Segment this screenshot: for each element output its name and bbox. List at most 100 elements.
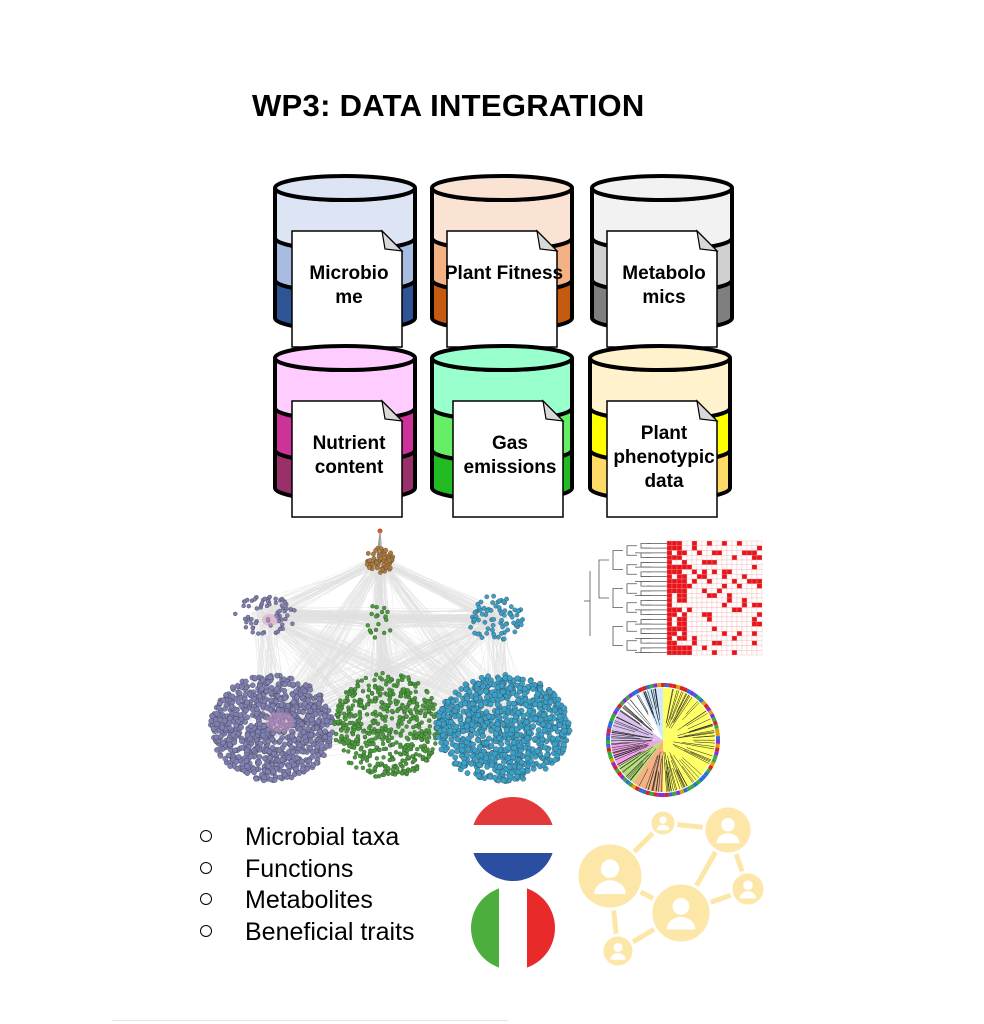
- heatmap-cell: [751, 578, 758, 584]
- network-node: [314, 744, 320, 750]
- network-node: [561, 727, 568, 734]
- network-node: [267, 755, 273, 761]
- heatmap-dendrogram: [584, 540, 763, 656]
- network-node: [379, 725, 384, 731]
- tree-branch: [611, 742, 630, 745]
- heatmap-cell: [706, 635, 713, 641]
- tree-annotation-ring: [675, 790, 681, 796]
- heatmap-cell: [676, 550, 683, 556]
- network-node: [464, 695, 470, 702]
- network-node: [386, 771, 391, 777]
- heatmap-cell: [741, 550, 748, 556]
- network-node: [367, 628, 373, 633]
- network-node: [453, 724, 460, 730]
- heatmap-cell: [666, 593, 673, 599]
- heatmap-cell: [696, 631, 703, 637]
- heatmap-cell: [701, 555, 708, 561]
- network-node: [496, 735, 503, 741]
- network-node: [253, 620, 259, 626]
- network-node: [488, 743, 495, 749]
- network-node: [468, 624, 473, 630]
- network-node: [350, 703, 356, 708]
- network-node: [323, 743, 330, 749]
- cylinder-top: [273, 344, 417, 372]
- tree-annotation-ring: [612, 709, 619, 716]
- network-node: [455, 713, 462, 719]
- heatmap-cell: [676, 602, 683, 608]
- network-node: [380, 737, 385, 742]
- dendrogram-branch: [640, 571, 651, 578]
- tree-annotation-ring: [707, 764, 714, 771]
- heatmap-cell: [731, 588, 738, 594]
- network-node: [433, 741, 438, 746]
- heatmap-cell: [686, 559, 693, 565]
- network-node: [342, 711, 347, 716]
- network-node: [210, 726, 217, 732]
- tree-branch: [682, 742, 715, 747]
- tree-annotation-ring: [627, 781, 634, 788]
- heatmap-cell: [681, 635, 688, 641]
- network-node: [341, 748, 346, 753]
- heatmap-cell: [676, 588, 683, 594]
- network-node: [365, 551, 371, 556]
- heatmap-cell: [756, 559, 763, 565]
- network-node: [255, 728, 261, 735]
- network-node: [219, 724, 225, 731]
- network-node: [527, 677, 534, 684]
- tree-annotation-ring: [668, 683, 673, 688]
- network-cluster: [364, 546, 396, 575]
- network-node: [399, 771, 405, 776]
- network-node: [372, 677, 377, 683]
- tree-branches: [611, 688, 716, 792]
- network-node: [348, 706, 354, 712]
- heatmap-cell: [676, 650, 683, 656]
- tree-annotation-ring: [624, 779, 631, 785]
- network-edge: [380, 559, 485, 614]
- cylinder-top: [430, 344, 574, 372]
- heatmap-cell: [666, 550, 673, 556]
- heatmap-cell: [681, 607, 688, 613]
- network-node: [208, 718, 214, 724]
- network-node: [304, 766, 310, 772]
- heatmap-cell: [701, 550, 708, 556]
- network-node: [504, 718, 511, 724]
- network-node: [481, 605, 487, 611]
- heatmap-cell: [721, 578, 728, 584]
- tree-branch: [619, 710, 643, 727]
- network-node: [338, 708, 343, 713]
- network-node: [503, 621, 509, 627]
- network-node: [247, 753, 254, 760]
- heatmap-cell: [711, 550, 718, 556]
- heatmap-cell: [716, 635, 723, 641]
- tree-annotation-ring: [682, 787, 688, 793]
- document-page: [606, 230, 718, 348]
- heatmap-cell: [681, 631, 688, 637]
- tree-annotation-ring: [668, 792, 673, 797]
- heatmap-cell: [681, 616, 688, 622]
- dendrogram-branch: [640, 552, 651, 559]
- network-node: [244, 747, 250, 754]
- network-node: [294, 694, 300, 700]
- network-node: [487, 701, 494, 708]
- network-node: [406, 675, 411, 680]
- tree-branch: [623, 705, 653, 731]
- network-edge: [259, 619, 265, 729]
- network-node: [510, 689, 516, 696]
- network-node: [481, 723, 488, 730]
- heatmap-cell: [751, 564, 758, 570]
- network-node: [422, 697, 427, 702]
- heatmap-cell: [701, 626, 708, 632]
- heatmap-cell: [721, 626, 728, 632]
- network-node: [245, 597, 250, 603]
- heatmap-cell: [701, 602, 708, 608]
- network-node: [506, 675, 513, 681]
- heatmap-cell: [711, 593, 718, 599]
- tree-annotation-ring: [614, 706, 621, 712]
- tree-annotation-ring: [711, 716, 717, 722]
- network-node: [254, 606, 259, 611]
- network-node: [476, 743, 483, 750]
- network-node: [498, 682, 505, 689]
- document-page: [606, 400, 718, 518]
- network-edge: [395, 626, 489, 724]
